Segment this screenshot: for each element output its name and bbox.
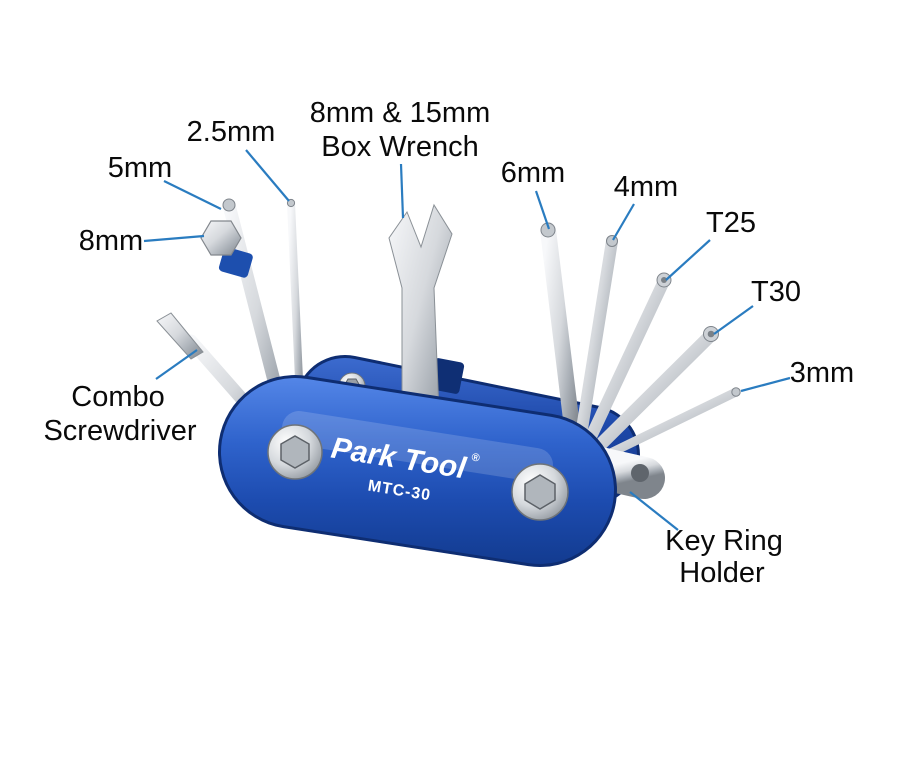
label-combo-line2: Screwdriver [43, 415, 196, 447]
hex-key-3mm-tip [731, 387, 741, 397]
leader-line-box-wrench [399, 163, 405, 219]
leader-line-3mm [740, 376, 791, 393]
callout-labels: 8mm 5mm 2.5mm 8mm & 15mm Box Wrench 6mm … [43, 97, 854, 589]
hex-bit-8mm [200, 220, 242, 256]
hex-key-2-5mm-tip [286, 198, 296, 208]
label-4mm: 4mm [614, 171, 678, 203]
leader-line-6mm [534, 190, 551, 230]
torx-key-t30-tip-center [707, 330, 715, 338]
body [221, 378, 614, 564]
leader-line-t30 [713, 305, 754, 335]
pivot-bolt-right-socket [524, 474, 556, 510]
multi-tool: Park Tool ® MTC-30 [156, 198, 741, 567]
box-wrench [388, 203, 453, 446]
leader-lines [143, 149, 791, 531]
torx-key-t30 [579, 328, 718, 466]
back-plate-notch [429, 358, 465, 394]
label-5mm: 5mm [108, 152, 172, 184]
leader-line-combo-screwdriver [155, 349, 198, 380]
torx-key-t25-tip-center [661, 277, 667, 283]
label-8mm: 8mm [79, 225, 143, 257]
leader-line-4mm [612, 203, 635, 241]
label-t25: T25 [706, 207, 756, 239]
pivot-bolt-left-socket [280, 435, 310, 469]
hex-key-6mm [540, 222, 583, 460]
leader-line-key-ring [629, 491, 679, 531]
leader-line-5mm [163, 180, 222, 210]
label-6mm: 6mm [501, 157, 565, 189]
torx-key-t25 [576, 275, 670, 462]
label-combo-line1: Combo [71, 381, 165, 413]
label-box-wrench-line2: Box Wrench [321, 131, 478, 163]
registered-mark-icon: ® [471, 451, 481, 464]
leader-line-2-5mm [245, 149, 290, 202]
combo-screwdriver-blade [156, 312, 204, 360]
key-ring-hole [631, 464, 649, 482]
hex-key-4mm [572, 235, 618, 460]
label-2-5mm: 2.5mm [187, 116, 276, 148]
label-3mm: 3mm [790, 357, 854, 389]
body-highlight [282, 411, 553, 482]
leader-line-t25 [665, 239, 711, 281]
label-key-ring-line2: Holder [679, 557, 765, 589]
label-key-ring-line1: Key Ring [665, 525, 783, 557]
label-box-wrench-line1: 8mm & 15mm [310, 97, 490, 129]
hex-key-5mm-tip [222, 198, 236, 212]
label-t30: T30 [751, 276, 801, 308]
leader-line-8mm [143, 234, 205, 243]
